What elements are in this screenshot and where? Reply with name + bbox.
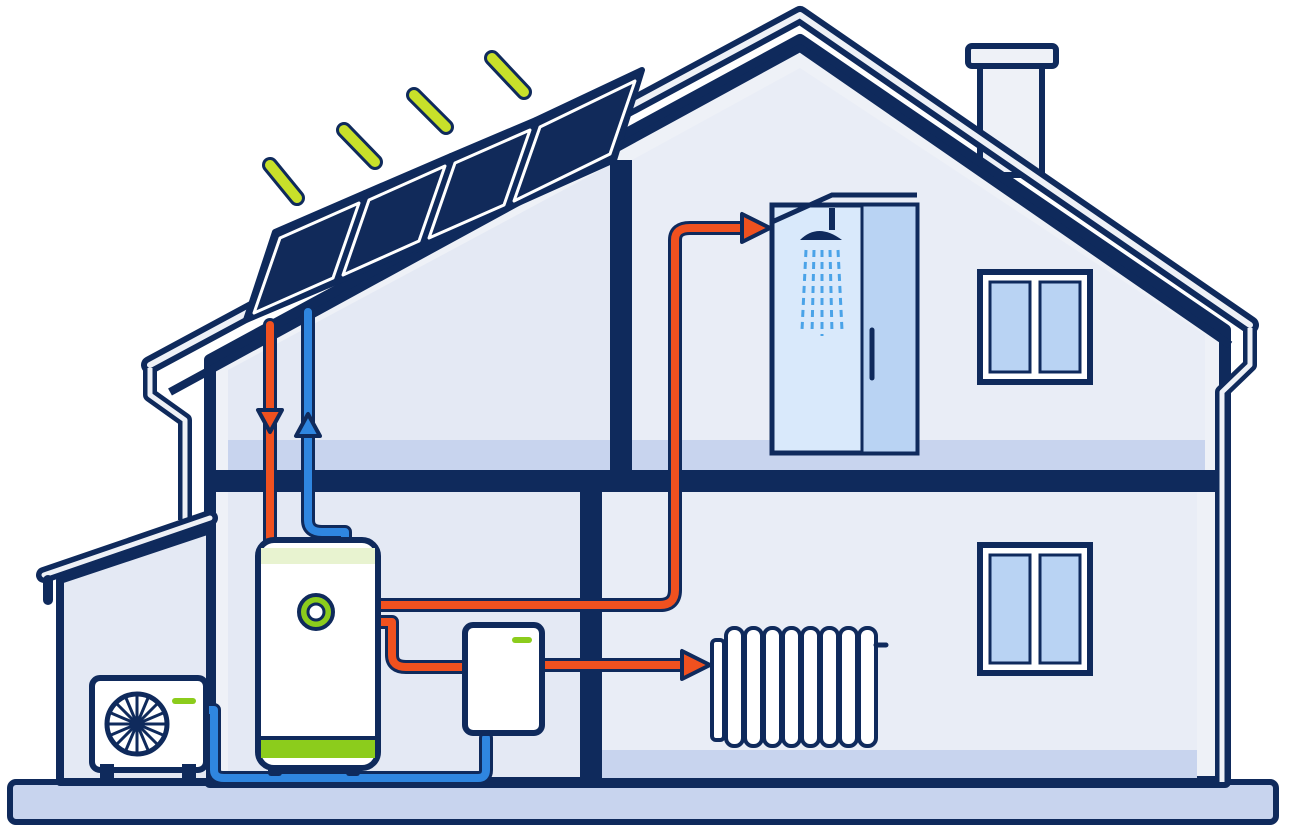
control-box-icon — [462, 622, 545, 736]
flow-arrows — [256, 212, 772, 681]
arrow-down-icon — [256, 408, 284, 434]
fan-icon — [89, 675, 209, 778]
sun-ray-icon — [406, 87, 454, 135]
mid-floor-beam — [210, 470, 1225, 492]
arrow-right-icon — [680, 649, 712, 681]
shower-icon — [769, 192, 920, 456]
sun-rays — [262, 50, 532, 206]
radiator-icon — [710, 626, 889, 748]
downpipe-left — [143, 368, 192, 520]
pipes — [199, 221, 752, 785]
upper-floor-left — [228, 440, 610, 470]
window-icon — [977, 269, 1093, 385]
solar-panel-icon — [504, 67, 645, 211]
window-icon — [977, 542, 1093, 676]
downpipe-right — [1215, 328, 1257, 782]
boiler-icon — [255, 537, 381, 776]
arrow-up-icon — [294, 412, 322, 438]
upper-interior-wall — [610, 160, 632, 470]
lower-interior-wall — [580, 492, 602, 782]
sun-ray-icon — [484, 50, 532, 100]
sun-ray-icon — [262, 157, 305, 206]
arrow-right-icon — [740, 212, 772, 244]
ground-floor-right — [602, 750, 1197, 778]
solar-panels — [243, 67, 645, 323]
sun-ray-icon — [336, 122, 383, 170]
